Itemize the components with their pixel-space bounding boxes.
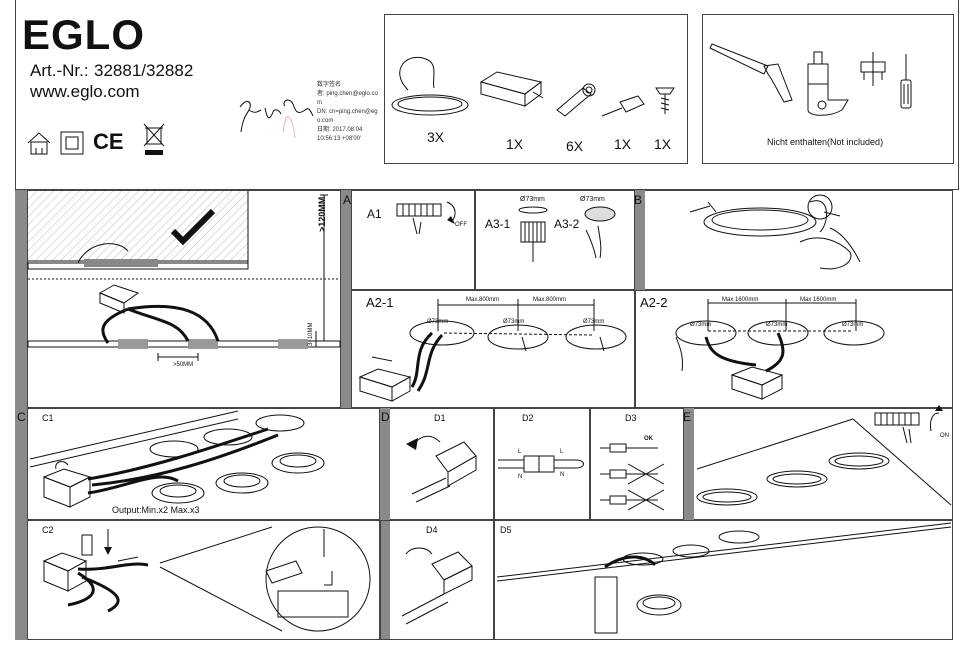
d2-wiring-diagram: [498, 455, 584, 473]
section-c-label: C: [17, 410, 26, 424]
wire-stripper-icon: [860, 52, 886, 86]
article-label: Art.-Nr.:: [30, 61, 89, 80]
a3-2-diameter: Ø73mm: [580, 196, 605, 203]
section-e-bar: [684, 408, 694, 520]
a2-2-dia-3: Ø73mm: [842, 322, 864, 328]
website: www.eglo.com: [30, 82, 140, 101]
left-border-bar-lower: [15, 408, 27, 640]
d2-n-label-right: N: [560, 472, 565, 478]
step-d2-label: D2: [522, 413, 534, 423]
step-d3-panel: [590, 408, 684, 520]
downlight-spring-clip-drawing: [689, 194, 861, 270]
screwdriver-icon: [900, 54, 912, 109]
d3-correct-incorrect-diagram: [600, 443, 665, 511]
step-c1-label: C1: [42, 413, 54, 423]
d2-n-label: N: [518, 474, 523, 480]
drill-socket-icon: [807, 51, 849, 116]
plug-qty: 1X: [614, 136, 632, 152]
a2-2-dia-2: Ø73mm: [766, 322, 788, 328]
step-d3-label: D3: [625, 413, 637, 423]
step-a2-1-panel: [351, 290, 635, 408]
d3-ok-label: OK: [644, 436, 653, 442]
a2-1-spacing-2: Max.800mm: [533, 297, 567, 303]
driver-qty: 1X: [506, 136, 524, 152]
cut-hole-hand-icon: [584, 206, 616, 259]
output-label: Output:Min.x2 Max.x3: [112, 505, 200, 515]
d2-l-label-right: L: [560, 449, 564, 455]
driver-icon: [479, 71, 544, 107]
step-a1-panel: [351, 190, 475, 290]
step-d5-label: D5: [500, 525, 512, 535]
step-d2-panel: [494, 408, 590, 520]
step-c1-panel: [27, 408, 380, 520]
step-d1-label: D1: [434, 413, 446, 423]
section-e-label: E: [683, 410, 692, 424]
brand-logo: EGLO: [22, 11, 146, 58]
signature-graphic: [239, 99, 314, 139]
e-ceiling-lights-drawing: [696, 405, 952, 506]
a2-2-dia-1: Ø73mm: [690, 322, 712, 328]
connector-qty: 6X: [566, 138, 584, 154]
class-ii-double-square-icon: [60, 131, 84, 155]
step-a3-panel: [475, 190, 635, 290]
step-d4-panel: [380, 520, 494, 640]
a2-2-spacing-drawing: [675, 299, 885, 400]
left-border-bar: [15, 190, 27, 408]
on-label: ON: [940, 433, 949, 439]
step-a2-2-panel: [635, 290, 953, 408]
weee-crossed-bin-icon: [143, 123, 165, 155]
gap-small-label: 3~10MM: [308, 322, 314, 346]
gap-min-label: >50MM: [173, 362, 194, 368]
step-c2-label: C2: [42, 525, 54, 535]
step-a2-1-label: A2-1: [366, 295, 394, 310]
not-included-panel: [702, 14, 954, 164]
header-panel: [15, 0, 959, 190]
a2-1-spacing-drawing: [358, 299, 627, 402]
article-numbers: 32881/32882: [94, 61, 194, 80]
plug-icon: [601, 95, 645, 117]
connector-icon: [556, 83, 596, 117]
downlight-icon: [391, 56, 469, 116]
section-a-label: A: [343, 193, 352, 207]
d2-l-label: L: [518, 449, 522, 455]
step-c2-panel: [27, 520, 380, 640]
ce-mark-icon: CE: [93, 129, 124, 154]
breaker-switch-off-icon: [396, 201, 456, 235]
d5-mounting-drawing: [496, 522, 952, 634]
depth-label: >120MM: [317, 196, 327, 232]
step-d5-panel: [494, 520, 953, 640]
section-b-bar: [635, 190, 645, 290]
step-a2-2-label: A2-2: [640, 295, 668, 310]
indoor-house-icon: [27, 132, 51, 155]
a2-2-spacing-1: Max 1600mm: [722, 297, 759, 303]
section-d-label: D: [381, 410, 390, 424]
saw-icon: [709, 43, 793, 103]
step-a1-label: A1: [367, 207, 382, 221]
section-b-label: B: [634, 193, 643, 207]
c1-wiring-drawing: [29, 410, 325, 508]
d4-connector-closed-drawing: [401, 547, 473, 625]
screw-icon: [655, 87, 675, 114]
not-included-label: Nicht enthalten(Not included): [767, 137, 884, 147]
c2-connector-drawing: [42, 526, 371, 632]
screw-qty: 1X: [654, 136, 672, 152]
downlight-qty: 3X: [427, 129, 445, 145]
hole-saw-drill-icon: [518, 206, 548, 262]
step-a3-1-label: A3-1: [485, 217, 511, 231]
section-a-install-panel: [27, 190, 341, 408]
a2-1-dia-2: Ø73mm: [503, 319, 525, 325]
step-a3-2-label: A3-2: [554, 217, 580, 231]
d1-connector-open-drawing: [406, 435, 477, 503]
package-contents-panel: [384, 14, 688, 164]
a3-1-diameter: Ø73mm: [520, 196, 545, 203]
step-d4-label: D4: [426, 525, 438, 535]
a2-2-spacing-2: Max 1600mm: [800, 297, 837, 303]
section-a-bar: [341, 190, 351, 408]
off-label: OFF: [455, 222, 467, 228]
a2-1-spacing-1: Max.800mm: [466, 297, 500, 303]
ceiling-cross-section: [27, 191, 341, 361]
section-d-bar: [380, 408, 390, 640]
